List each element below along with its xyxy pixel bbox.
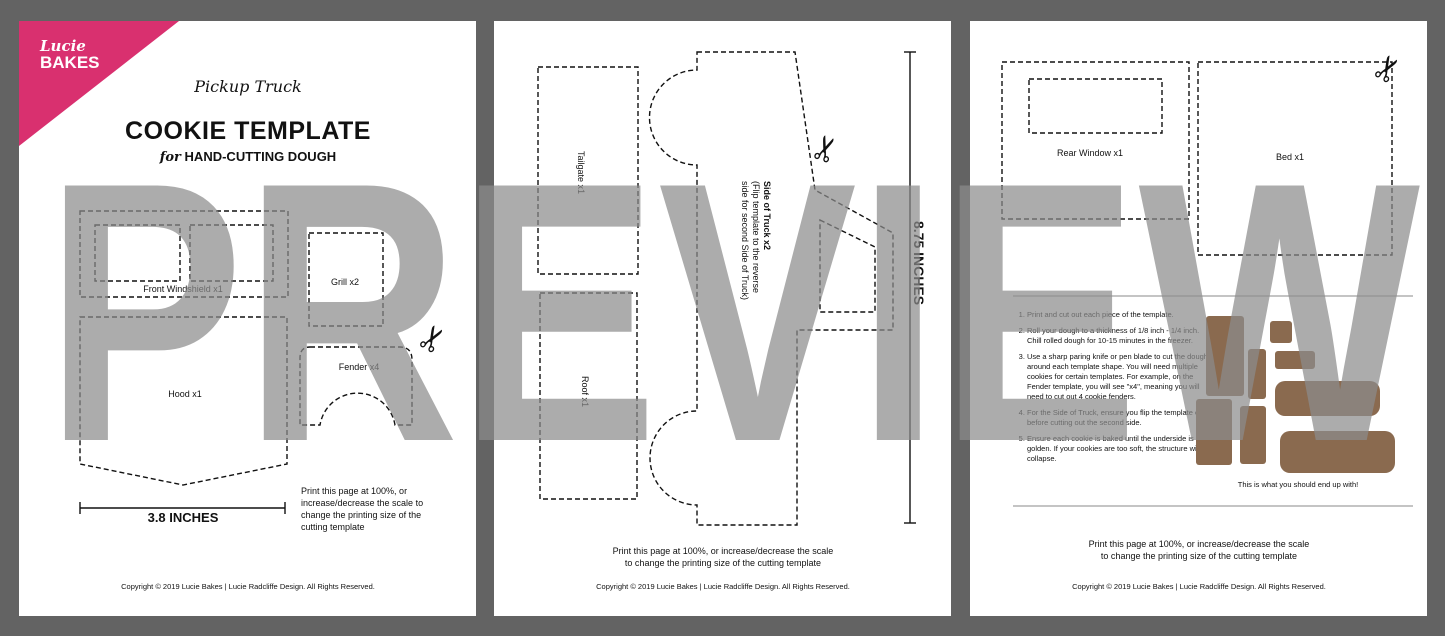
scissors-icon: ✂ <box>1364 47 1412 91</box>
instruction-item: Use a sharp paring knife or pen blade to… <box>1027 352 1212 402</box>
label-hood: Hood x1 <box>168 389 202 399</box>
label-rear-window: Rear Window x1 <box>1056 148 1124 158</box>
label-grill: Grill x2 <box>330 277 360 287</box>
print-note: Print this page at 100%, or increase/dec… <box>612 546 834 568</box>
print-note: Print this page at 100%, or increase/dec… <box>301 486 424 532</box>
print-note: Print this page at 100%, or increase/dec… <box>1088 539 1310 561</box>
instruction-item: Print and cut out each piece of the temp… <box>1027 310 1212 320</box>
copyright: Copyright © 2019 Lucie Bakes | Lucie Rad… <box>1072 582 1326 591</box>
page-title: COOKIE TEMPLATE <box>125 117 371 145</box>
copyright: Copyright © 2019 Lucie Bakes | Lucie Rad… <box>596 582 850 591</box>
instruction-item: Ensure each cookie is baked until the un… <box>1027 434 1212 464</box>
subtitle: Pickup Truck <box>194 77 302 96</box>
instruction-item: For the Side of Truck, ensure you flip t… <box>1027 408 1212 428</box>
label-roof: Roof x1 <box>580 376 590 408</box>
label-windshield: Front Windshield x1 <box>143 284 223 294</box>
brand-logo: Lucie BAKES <box>40 37 100 72</box>
label-fender: Fender x4 <box>338 362 380 372</box>
label-bed: Bed x1 <box>1275 152 1305 162</box>
label-tailgate: Tailgate x1 <box>576 151 586 195</box>
template-page-1: Lucie BAKES Pickup Truck COOKIE TEMPLATE… <box>19 21 476 616</box>
scissors-icon: ✂ <box>803 129 849 169</box>
brand-corner-banner <box>19 21 179 146</box>
width-measure: 3.8 INCHES <box>147 510 219 525</box>
instructions-list: Print and cut out each piece of the temp… <box>1013 310 1212 470</box>
photo-caption: This is what you should end up with! <box>1237 480 1359 489</box>
copyright: Copyright © 2019 Lucie Bakes | Lucie Rad… <box>121 582 375 591</box>
height-measure: 8.75 INCHES <box>911 221 927 306</box>
template-page-3: Rear Window x1 Bed x1 Print and cut out … <box>970 21 1427 616</box>
scissors-icon: ✂ <box>409 317 457 361</box>
label-side-of-truck: Side of Truck x2 (Flip template to the r… <box>740 181 772 301</box>
tagline: for HAND-CUTTING DOUGH <box>159 149 337 165</box>
instruction-item: Roll your dough to a thickness of 1/8 in… <box>1027 326 1212 346</box>
template-page-2: Tailgate x1 Roof x1 Side of Truck x2 (Fl… <box>494 21 951 616</box>
